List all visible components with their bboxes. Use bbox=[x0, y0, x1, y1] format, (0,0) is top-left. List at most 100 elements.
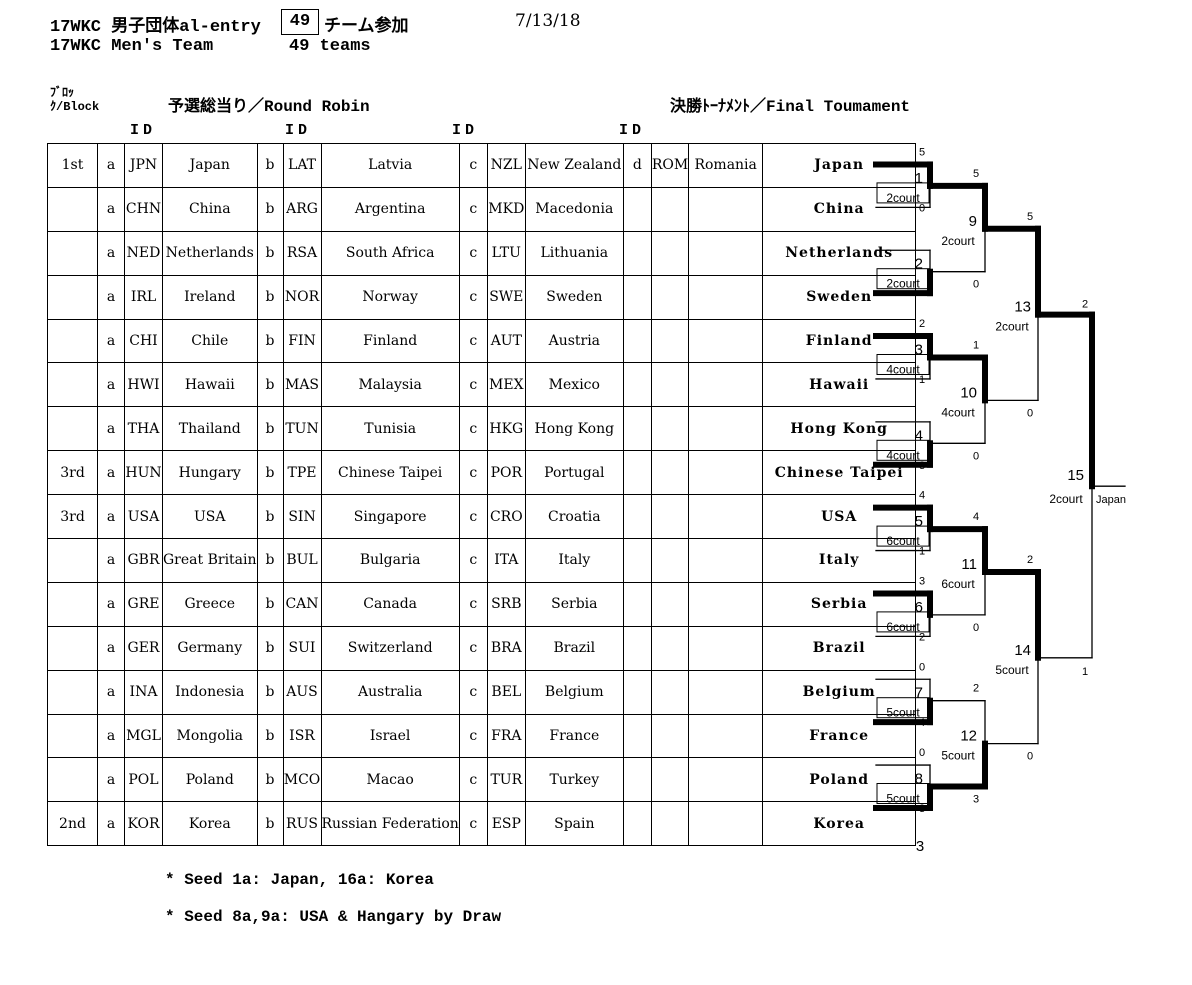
score-label: 2 bbox=[919, 631, 925, 643]
group-letter-cell bbox=[622, 581, 652, 627]
court-box bbox=[876, 783, 930, 804]
match-number: 12 bbox=[960, 728, 977, 745]
court-box bbox=[876, 182, 930, 204]
block-winner-cell: France bbox=[762, 713, 917, 759]
country-name-cell bbox=[688, 581, 764, 627]
group-letter-cell: a bbox=[97, 450, 125, 496]
score-label: 0 bbox=[1027, 751, 1033, 763]
country-code-cell: RSA bbox=[282, 230, 322, 276]
seed-note-2: * Seed 8a,9a: USA & Hangary by Draw bbox=[165, 908, 502, 926]
seed-note-1: * Seed 1a: Japan, 16a: Korea bbox=[165, 871, 434, 889]
group-letter-cell bbox=[622, 538, 652, 583]
header-team-count: 49 teams bbox=[289, 37, 371, 56]
score-label: 3 bbox=[973, 794, 979, 806]
country-name-cell: Macedonia bbox=[524, 186, 624, 232]
country-name-cell bbox=[688, 713, 764, 759]
country-code-cell: LAT bbox=[282, 143, 322, 188]
court-label: 4court bbox=[886, 448, 920, 462]
court-label: 2court bbox=[886, 277, 920, 291]
court-label: 4court bbox=[941, 405, 975, 419]
score-label: 2 bbox=[1027, 554, 1033, 566]
score-label: 2 bbox=[919, 318, 925, 330]
country-name-cell bbox=[688, 757, 764, 803]
seed-cell bbox=[47, 538, 98, 583]
court-box bbox=[876, 354, 930, 375]
score-label: 1 bbox=[1082, 666, 1088, 678]
country-code-cell bbox=[650, 538, 690, 583]
country-name-cell: Indonesia bbox=[162, 669, 258, 715]
header-title-suffix: チーム参加 bbox=[324, 18, 409, 37]
group-letter-cell: a bbox=[97, 801, 125, 847]
entry-count-box: 49 bbox=[281, 9, 319, 35]
country-code-cell bbox=[650, 274, 690, 320]
country-name-cell: USA bbox=[162, 494, 258, 540]
country-code-cell: KOR bbox=[124, 801, 163, 847]
country-name-cell: New Zealand bbox=[524, 143, 624, 188]
score-label: 0 bbox=[919, 661, 925, 673]
group-letter-cell: a bbox=[97, 713, 125, 759]
country-code-cell: INA bbox=[124, 669, 163, 715]
country-code-cell: MKD bbox=[486, 186, 526, 232]
country-code-cell: TPE bbox=[282, 450, 322, 496]
country-name-cell bbox=[688, 801, 764, 847]
country-name-cell bbox=[688, 450, 764, 496]
score-label: 2 bbox=[973, 683, 979, 695]
country-name-cell: South Africa bbox=[320, 230, 460, 276]
court-label: 6court bbox=[941, 577, 975, 591]
country-code-cell bbox=[650, 757, 690, 803]
block-winner-cell: Netherlands bbox=[762, 230, 917, 276]
country-name-cell: Greece bbox=[162, 581, 258, 627]
country-name-cell: Thailand bbox=[162, 406, 258, 452]
group-letter-cell: c bbox=[458, 581, 488, 627]
seed-cell: 2nd bbox=[47, 801, 98, 847]
country-name-cell: Macao bbox=[320, 757, 460, 803]
country-code-cell: BUL bbox=[282, 538, 322, 583]
country-name-cell: Hungary bbox=[162, 450, 258, 496]
group-letter-cell: b bbox=[256, 713, 284, 759]
score-label: 0 bbox=[919, 747, 925, 759]
group-letter-cell: a bbox=[97, 625, 125, 671]
country-name-cell: Germany bbox=[162, 625, 258, 671]
id-header-b: ID bbox=[285, 122, 312, 139]
country-code-cell: SRB bbox=[486, 581, 526, 627]
block-label: ﾌﾞﾛｯ ｸ/Block bbox=[50, 86, 99, 114]
group-letter-cell bbox=[622, 494, 652, 540]
group-letter-cell: b bbox=[256, 274, 284, 320]
id-header-d: ID bbox=[619, 122, 646, 139]
score-label: 5 bbox=[973, 168, 979, 180]
country-code-cell: FRA bbox=[486, 713, 526, 759]
seed-cell bbox=[47, 362, 98, 408]
block-winner-cell: Hong Kong bbox=[762, 406, 917, 452]
court-label: 4court bbox=[886, 363, 920, 377]
country-code-cell: GRE bbox=[124, 581, 163, 627]
header-title-line2: 17WKC Men's Team bbox=[50, 37, 214, 56]
match-number: 4 bbox=[915, 427, 923, 444]
country-code-cell: AUS bbox=[282, 669, 322, 715]
score-label: 0 bbox=[1027, 407, 1033, 419]
country-name-cell: Poland bbox=[162, 757, 258, 803]
court-label: 6court bbox=[886, 534, 920, 548]
score-label: 0 bbox=[973, 279, 979, 291]
country-name-cell: Singapore bbox=[320, 494, 460, 540]
country-name-cell: Ireland bbox=[162, 274, 258, 320]
match-number: 1 bbox=[915, 170, 923, 187]
country-name-cell: Switzerland bbox=[320, 625, 460, 671]
country-code-cell bbox=[650, 186, 690, 232]
country-code-cell bbox=[650, 318, 690, 364]
country-code-cell: THA bbox=[124, 406, 163, 452]
country-name-cell: Latvia bbox=[320, 143, 460, 188]
match-number: 2 bbox=[915, 256, 923, 273]
block-winner-cell: Belgium bbox=[762, 669, 917, 715]
country-code-cell: ISR bbox=[282, 713, 322, 759]
final-tournament-title: 決勝ﾄｰﾅﾒﾝﾄ／Final Toumament bbox=[670, 98, 911, 116]
group-letter-cell: a bbox=[97, 406, 125, 452]
match-number: 10 bbox=[960, 384, 977, 401]
country-code-cell: ROM bbox=[650, 143, 690, 188]
